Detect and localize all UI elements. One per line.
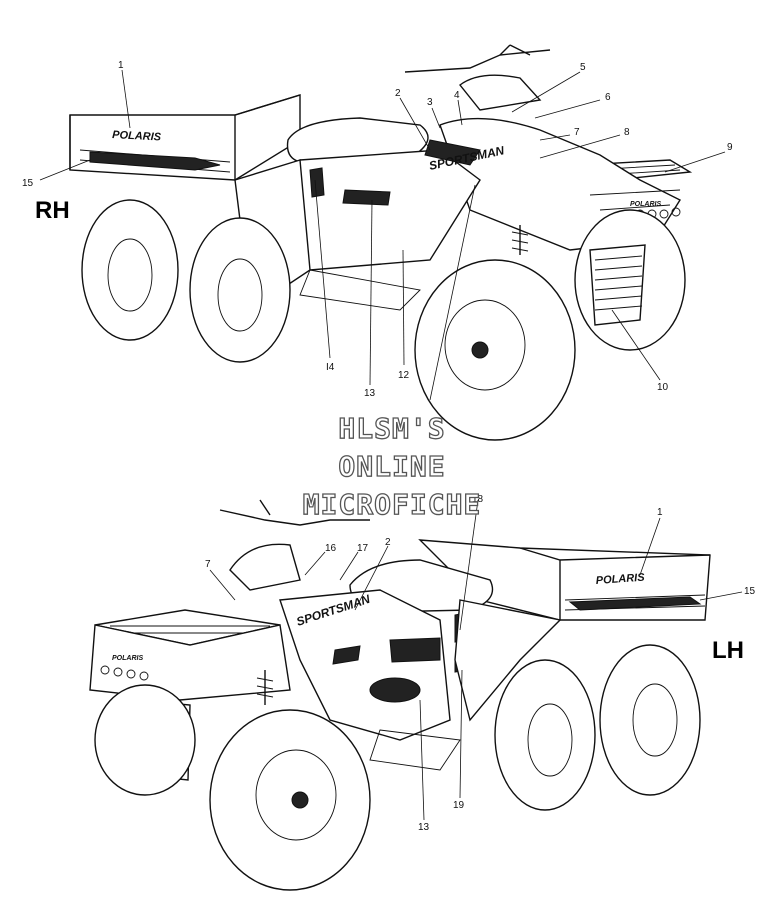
rh-callout-6: 6	[605, 92, 611, 103]
rh-front-brand-decal: POLARIS	[630, 201, 661, 208]
lh-callout-2: 2	[385, 537, 391, 548]
rh-callout-8: 8	[624, 127, 630, 138]
rh-brand-decal: POLARIS	[112, 129, 162, 144]
rh-leader-lines	[39, 69, 726, 401]
rh-callout-13: 13	[364, 388, 376, 399]
rh-callout-10: 10	[657, 382, 669, 393]
rh-vehicle-drawing	[69, 44, 693, 441]
lh-callout-7: 7	[205, 559, 211, 570]
lh-callout-19: 19	[453, 800, 465, 811]
lh-front-brand-decal: POLARIS	[112, 655, 143, 662]
rh-callout-3: 3	[427, 97, 433, 108]
rh-callout-9: 9	[727, 142, 733, 153]
lh-callout-18: 18	[472, 494, 484, 505]
lh-leader-lines	[209, 499, 743, 821]
lh-view-label: LH	[712, 637, 744, 664]
rh-callout-15: 15	[22, 178, 34, 189]
lh-callout-16: 16	[325, 543, 337, 554]
rh-callout-7: 7	[574, 127, 580, 138]
lh-callout-17: 17	[357, 543, 369, 554]
lh-callout-1: 1	[657, 507, 663, 518]
lh-callout-13: 13	[418, 822, 430, 833]
rh-callout-4: 4	[454, 90, 460, 101]
lh-vehicle-drawing	[89, 499, 711, 891]
rh-callout-14: I4	[326, 362, 335, 373]
lh-brand-decal: POLARIS	[595, 572, 645, 587]
rh-callout-12: 12	[398, 370, 410, 381]
rh-callout-1: 1	[118, 60, 124, 71]
watermark-line-2: ONLINE	[338, 450, 445, 483]
rh-callout-2: 2	[395, 88, 401, 99]
watermark-line-1: HLSM'S	[338, 412, 445, 445]
watermark-line-3: MICROFICHE	[303, 488, 482, 521]
rh-view-label: RH	[35, 197, 70, 224]
rh-callout-5: 5	[580, 62, 586, 73]
lh-callout-15: 15	[744, 586, 756, 597]
